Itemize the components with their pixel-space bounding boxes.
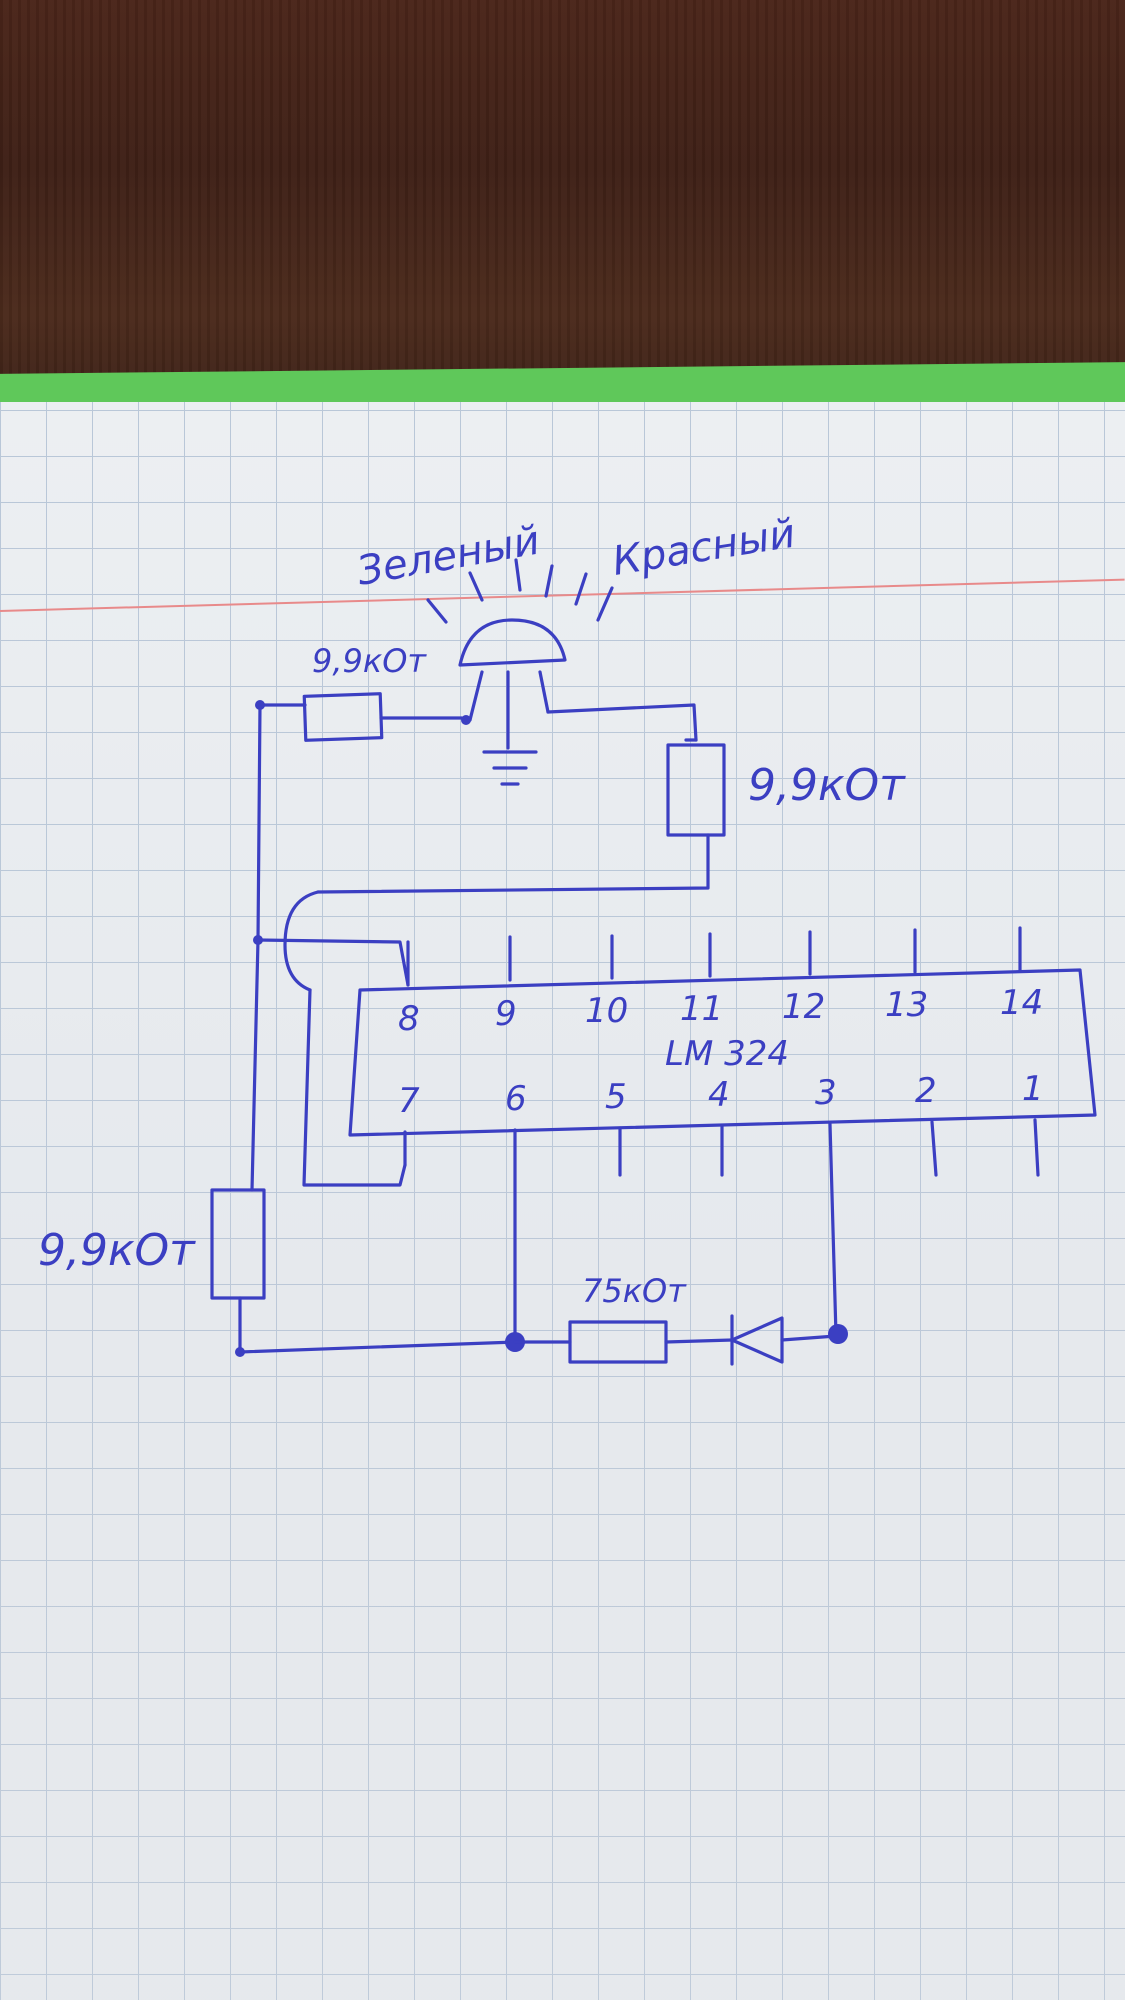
ic-top-pins (406, 926, 1022, 987)
wire-loop-to-pin8 (283, 890, 320, 992)
wire-bottom-rail (238, 1340, 517, 1354)
wire-r2-down (316, 833, 710, 894)
pin-label-7: 7 (398, 1081, 420, 1121)
r-top-left-label: 9,9кОт (312, 642, 427, 680)
wooden-desk (0, 0, 1125, 420)
pin-label-6: 6 (505, 1079, 527, 1119)
left-rail (250, 703, 262, 1192)
wire-r1-to-led (379, 716, 472, 722)
resistor-bottom (568, 1320, 668, 1364)
junction-bottom-left (235, 1347, 245, 1357)
resistor-top-left (302, 692, 384, 742)
pin-label-8: 8 (398, 999, 420, 1039)
resistor-top-right (666, 743, 726, 837)
pin-label-2: 2 (915, 1071, 937, 1111)
pin-label-1: 1 (1022, 1069, 1044, 1109)
ic-bottom-pin-labels: 7 6 5 4 3 2 1 (398, 1069, 1044, 1121)
bicolor-led (458, 618, 567, 750)
pin-label-11: 11 (680, 989, 723, 1029)
ic-top-pin-labels: 8 9 10 11 12 13 14 (398, 983, 1043, 1039)
pin-label-14: 14 (1000, 983, 1043, 1023)
ground-symbol (482, 750, 538, 786)
wire-diode-to-pin3 (780, 1334, 838, 1342)
green-led-label: Зеленый (354, 518, 543, 595)
wire-r4-to-diode (664, 1338, 734, 1344)
r-bottom-label: 75кОт (582, 1272, 687, 1310)
pin-label-12: 12 (782, 987, 825, 1027)
led-light-rays (426, 558, 614, 624)
pin-label-4: 4 (708, 1075, 730, 1115)
wire-led-to-r2 (546, 703, 698, 742)
junction-pin3 (828, 1324, 848, 1344)
pin-label-10: 10 (585, 991, 628, 1031)
resistor-left (210, 1188, 266, 1300)
r-top-right-label: 9,9кОт (748, 760, 906, 811)
diode (730, 1314, 784, 1366)
pin-label-3: 3 (815, 1073, 837, 1113)
ic-bottom-pins (403, 1118, 1040, 1342)
grid-paper (0, 402, 1125, 2000)
pin-label-13: 13 (885, 985, 928, 1025)
desk-grain (0, 0, 1125, 420)
wire-pin8-to-pin7 (302, 988, 407, 1187)
r-left-label: 9,9кОт (38, 1225, 196, 1276)
pin-label-5: 5 (605, 1077, 627, 1117)
paper-shading (0, 402, 1125, 2000)
junction-led-left (461, 715, 471, 725)
ic-lm324-body (348, 968, 1097, 1137)
red-led-label: Красный (609, 511, 798, 585)
ic-name-label: LM 324 (665, 1034, 789, 1074)
wire-to-pin8 (256, 938, 410, 987)
pin-label-9: 9 (495, 994, 517, 1034)
